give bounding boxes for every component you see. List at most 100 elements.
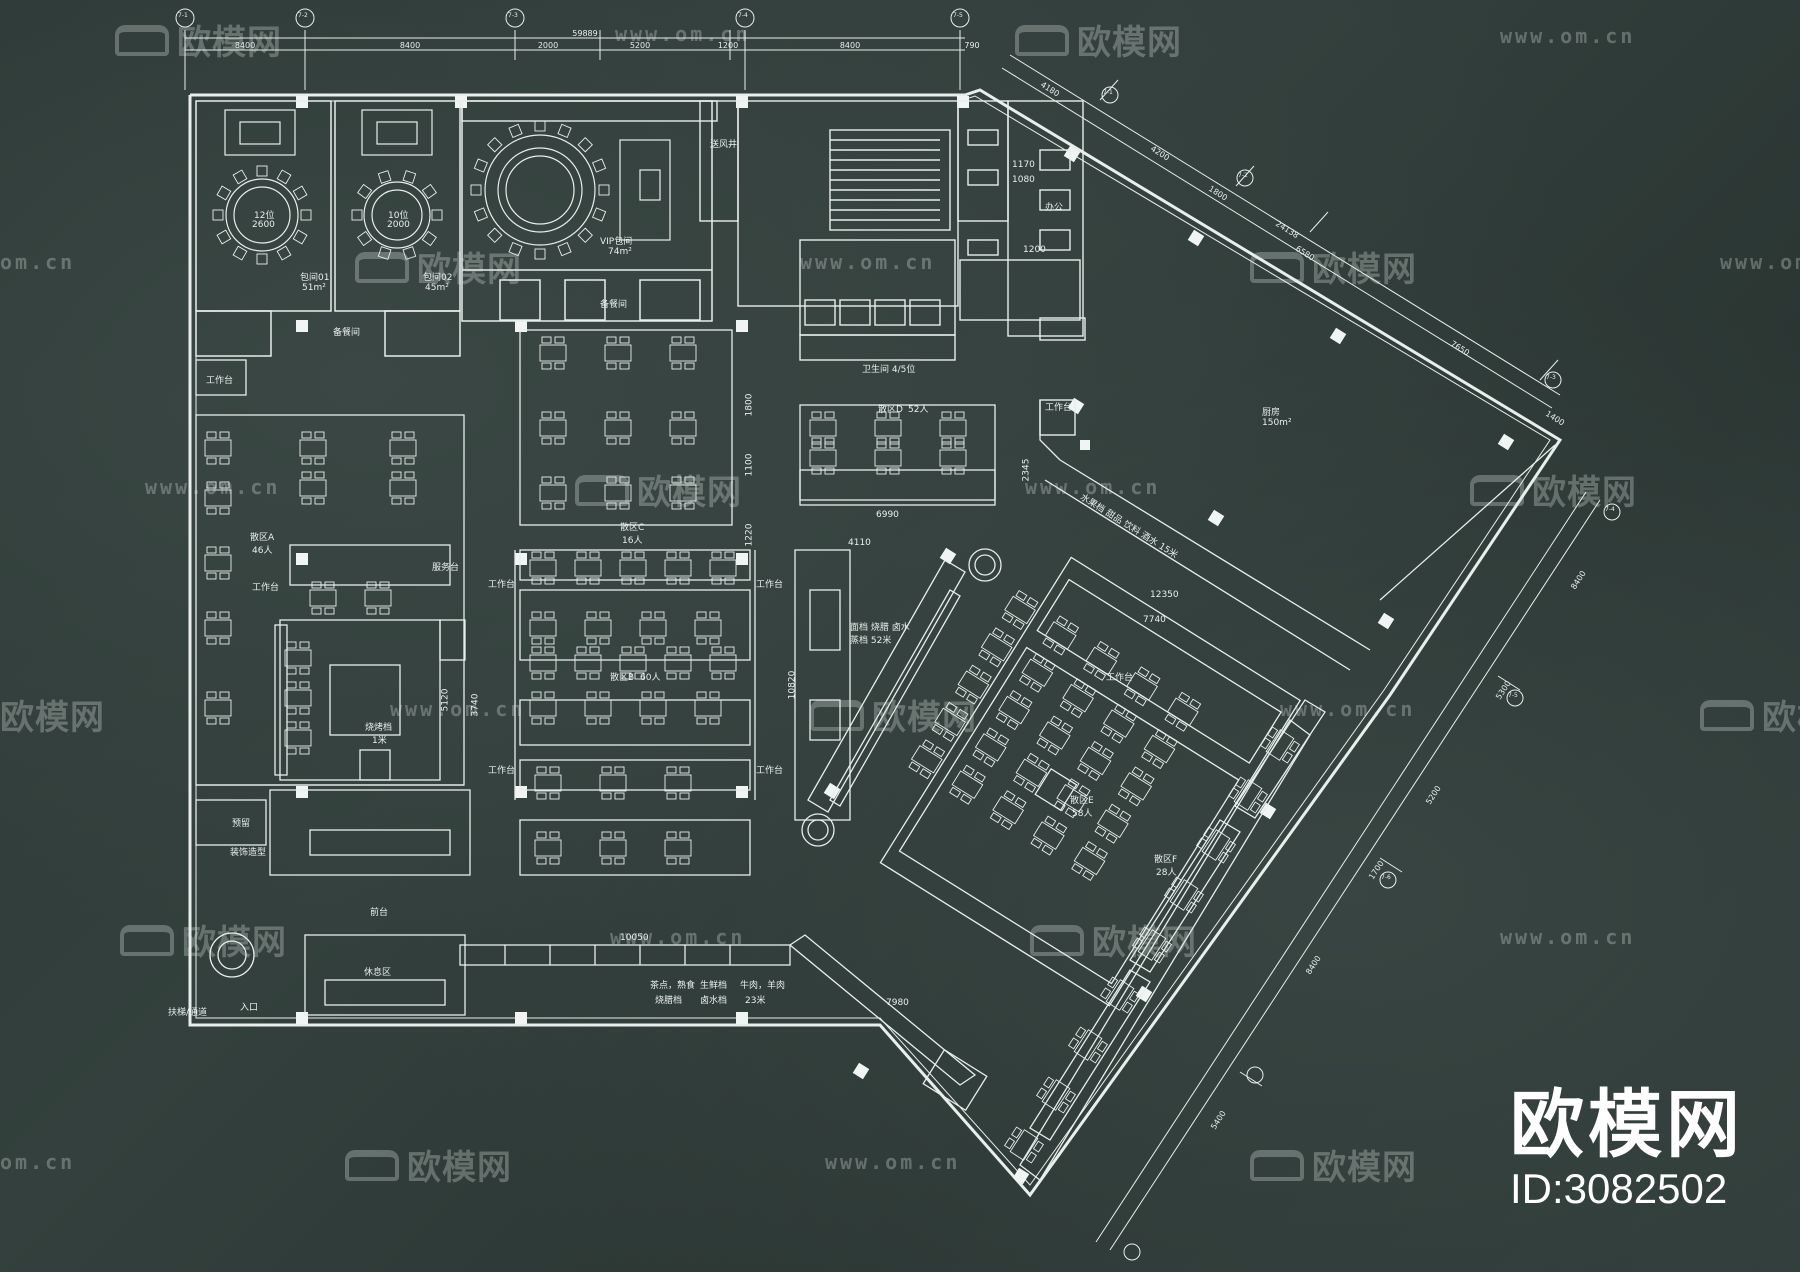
dining-table (574, 559, 602, 577)
dim-diag-f: 7650 (1449, 339, 1471, 357)
dim-mid-a: 6990 (876, 510, 899, 520)
dim-mid-b: 4110 (848, 538, 871, 548)
dining-table (1085, 646, 1118, 676)
chair (671, 336, 682, 344)
chair (232, 245, 248, 261)
chair (256, 165, 268, 177)
chair (531, 637, 542, 645)
room-area-a-name: 散区A (250, 533, 275, 543)
bottom-counters (195, 789, 988, 1112)
chair (586, 717, 597, 725)
chair (554, 437, 565, 445)
chair (1125, 710, 1138, 722)
chair (1152, 757, 1165, 770)
chair (299, 747, 310, 755)
dining-table (1169, 879, 1199, 911)
chair (206, 431, 217, 439)
chair (286, 641, 297, 649)
chair (1094, 669, 1107, 681)
chair (576, 551, 587, 559)
dining-table (874, 419, 902, 437)
top-dimension-chain (175, 8, 970, 90)
chair (531, 691, 542, 699)
chair (1267, 726, 1279, 739)
chair (292, 185, 308, 201)
room-vip1-seats: 12位 (254, 211, 275, 221)
dim-top-6: 8400 (840, 41, 860, 50)
chair (276, 245, 292, 261)
chair (314, 457, 325, 465)
room-vip1-name: 包间01 (300, 273, 330, 283)
chair (534, 248, 546, 260)
chair (366, 607, 377, 615)
chair (696, 637, 707, 645)
chair (1259, 737, 1272, 750)
chair (1035, 1087, 1048, 1100)
room-kitchen-name: 厨房 (1262, 408, 1281, 418)
dim-top-5: 1200 (718, 41, 738, 50)
chair (470, 184, 482, 196)
room-snacks-3: 牛肉，羊肉 (740, 981, 786, 991)
axis-right-1: 7-1 (1103, 89, 1113, 96)
chair (696, 611, 707, 619)
chair (1105, 832, 1118, 844)
chair (536, 766, 547, 774)
chair (1175, 720, 1188, 732)
chair (391, 497, 402, 505)
chair (219, 611, 230, 619)
chair (606, 437, 617, 445)
dining-table (1073, 1029, 1103, 1061)
chair (554, 362, 565, 370)
chair (1160, 940, 1173, 953)
chair (986, 727, 999, 739)
dining-table (529, 559, 557, 577)
chair (534, 120, 546, 132)
dining-table (910, 744, 943, 774)
chair (679, 672, 690, 680)
dim-top-4: 5200 (630, 41, 650, 50)
chair (1075, 1026, 1087, 1039)
chair (1026, 752, 1039, 764)
chair (992, 627, 1005, 639)
room-area-c-name: 散区C (620, 523, 645, 533)
chair (1067, 1037, 1080, 1050)
chair (212, 209, 224, 221)
chair (684, 411, 695, 419)
dining-table (309, 589, 337, 607)
chair (404, 457, 415, 465)
room-area-f-seats: 28人 (1156, 868, 1177, 878)
chair (1096, 1040, 1109, 1053)
dining-table (584, 699, 612, 717)
chair (601, 766, 612, 774)
axis-right-2: 7-2 (1238, 172, 1248, 179)
chair (1154, 729, 1167, 741)
chair (1096, 640, 1109, 652)
chair (299, 641, 310, 649)
round-table-vip1 (224, 109, 299, 252)
dining-table (604, 344, 632, 362)
dining-table (709, 654, 737, 672)
room-entrance: 入口 (240, 1003, 259, 1013)
chair (634, 551, 645, 559)
chair (549, 792, 560, 800)
chair (684, 336, 695, 344)
dining-table (574, 654, 602, 672)
chair (1121, 1001, 1133, 1014)
chair (679, 551, 690, 559)
chair (679, 577, 690, 585)
chair (654, 611, 665, 619)
chair (544, 637, 555, 645)
chair (1012, 618, 1025, 631)
dining-table (599, 839, 627, 857)
chair (589, 646, 600, 654)
room-area-d-seats: 52人 (908, 405, 929, 415)
chair (286, 747, 297, 755)
chair (954, 467, 965, 475)
chair (619, 411, 630, 419)
chair (391, 457, 402, 465)
dining-table (664, 654, 692, 672)
chair (876, 467, 887, 475)
chair (1064, 1090, 1077, 1103)
chair (206, 717, 217, 725)
